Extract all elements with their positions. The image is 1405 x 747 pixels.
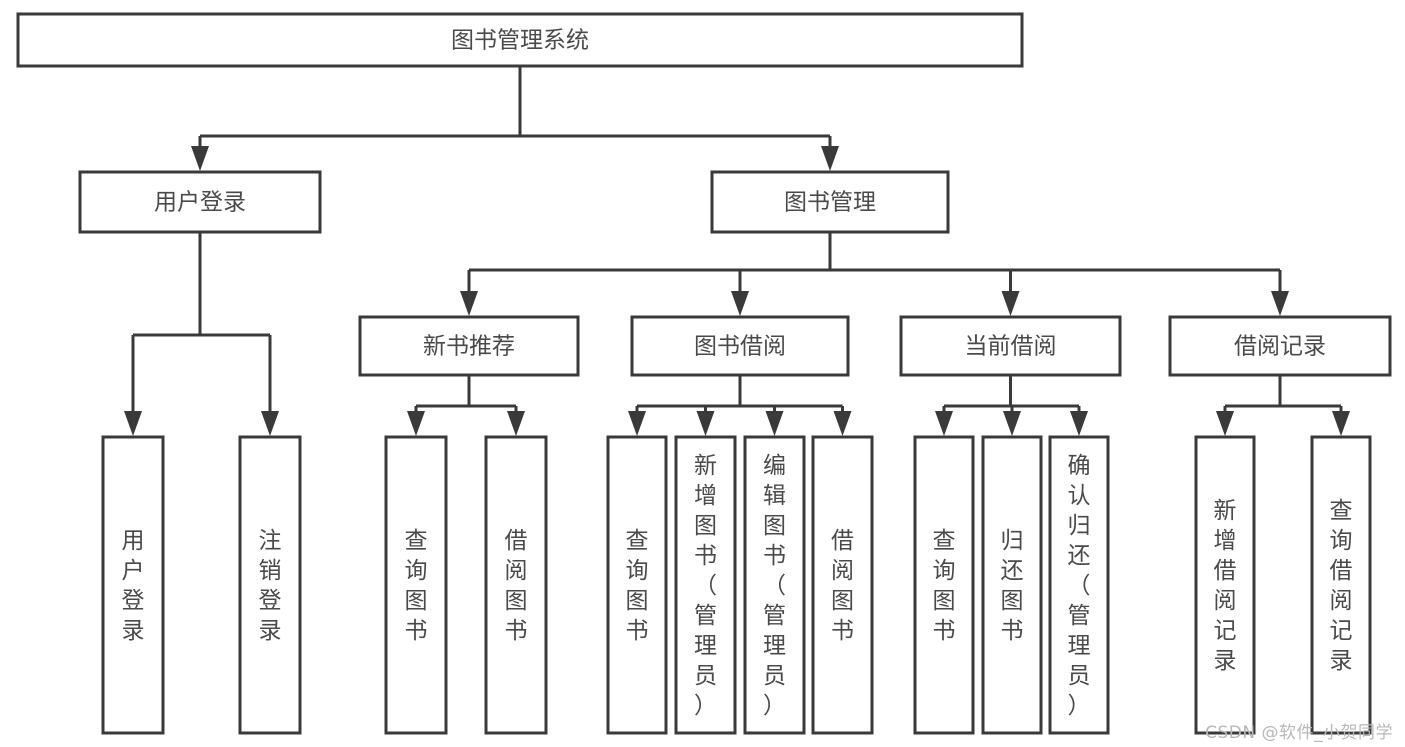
node-label-leaf10: 归还图书 (1001, 528, 1024, 644)
connector-layer (124, 66, 1350, 436)
node-label-l3a: 新书推荐 (423, 334, 515, 360)
node-box-leaf11 (1048, 435, 1110, 735)
node-layer: 图书管理系统用户登录图书管理新书推荐图书借阅当前借阅借阅记录用户登录注销登录查询… (16, 12, 1392, 735)
node-leaf13[interactable]: 查询借阅记录 (1310, 435, 1372, 735)
node-label-leaf01: 用户登录 (122, 528, 145, 644)
node-l3b[interactable]: 图书借阅 (630, 315, 850, 377)
node-box-l2b (710, 170, 950, 234)
node-leaf01[interactable]: 用户登录 (101, 435, 165, 735)
node-leaf06[interactable]: 新增图书（管理员） (674, 435, 737, 735)
node-box-leaf07 (743, 435, 806, 735)
node-box-leaf08 (811, 435, 874, 735)
node-label-leaf11: 确认归还（管理员） (1068, 453, 1091, 719)
node-leaf12[interactable]: 新增借阅记录 (1194, 435, 1256, 735)
node-label-l3b: 图书借阅 (694, 334, 786, 360)
node-box-root (16, 12, 1024, 68)
node-leaf08[interactable]: 借阅图书 (811, 435, 874, 735)
node-leaf02[interactable]: 注销登录 (238, 435, 302, 735)
node-label-leaf12: 新增借阅记录 (1214, 498, 1237, 674)
node-box-leaf13 (1310, 435, 1372, 735)
node-root[interactable]: 图书管理系统 (16, 12, 1024, 68)
node-box-leaf10 (981, 435, 1043, 735)
node-box-l3b (630, 315, 850, 377)
node-leaf10[interactable]: 归还图书 (981, 435, 1043, 735)
node-box-l3d (1168, 315, 1392, 377)
node-l2b[interactable]: 图书管理 (710, 170, 950, 234)
node-label-root: 图书管理系统 (451, 28, 589, 54)
node-label-l3d: 借阅记录 (1234, 334, 1326, 360)
node-l3d[interactable]: 借阅记录 (1168, 315, 1392, 377)
node-label-leaf05: 查询图书 (626, 528, 649, 644)
node-l2a[interactable]: 用户登录 (78, 170, 322, 234)
node-box-leaf02 (238, 435, 302, 735)
node-label-leaf07: 编辑图书（管理员） (763, 453, 786, 719)
node-box-leaf04 (484, 435, 548, 735)
node-leaf07[interactable]: 编辑图书（管理员） (743, 435, 806, 735)
node-box-leaf05 (606, 435, 668, 735)
node-label-leaf09: 查询图书 (933, 528, 956, 644)
node-label-leaf02: 注销登录 (259, 528, 282, 644)
node-leaf11[interactable]: 确认归还（管理员） (1048, 435, 1110, 735)
node-box-leaf03 (384, 435, 448, 735)
node-label-l3c: 当前借阅 (965, 334, 1057, 360)
node-label-leaf06: 新增图书（管理员） (694, 453, 717, 719)
node-leaf05[interactable]: 查询图书 (606, 435, 668, 735)
node-leaf03[interactable]: 查询图书 (384, 435, 448, 735)
node-leaf04[interactable]: 借阅图书 (484, 435, 548, 735)
node-label-leaf13: 查询借阅记录 (1330, 498, 1353, 674)
node-label-leaf08: 借阅图书 (831, 528, 854, 644)
node-box-l2a (78, 170, 322, 234)
node-box-l3c (899, 315, 1122, 377)
node-leaf09[interactable]: 查询图书 (913, 435, 975, 735)
node-label-leaf03: 查询图书 (405, 528, 428, 644)
node-label-l2a: 用户登录 (154, 190, 246, 216)
node-box-l3a (358, 315, 580, 377)
node-label-l2b: 图书管理 (784, 190, 876, 216)
node-label-leaf04: 借阅图书 (505, 528, 528, 644)
node-box-leaf12 (1194, 435, 1256, 735)
node-box-leaf09 (913, 435, 975, 735)
node-l3c[interactable]: 当前借阅 (899, 315, 1122, 377)
node-box-leaf06 (674, 435, 737, 735)
node-l3a[interactable]: 新书推荐 (358, 315, 580, 377)
node-box-leaf01 (101, 435, 165, 735)
